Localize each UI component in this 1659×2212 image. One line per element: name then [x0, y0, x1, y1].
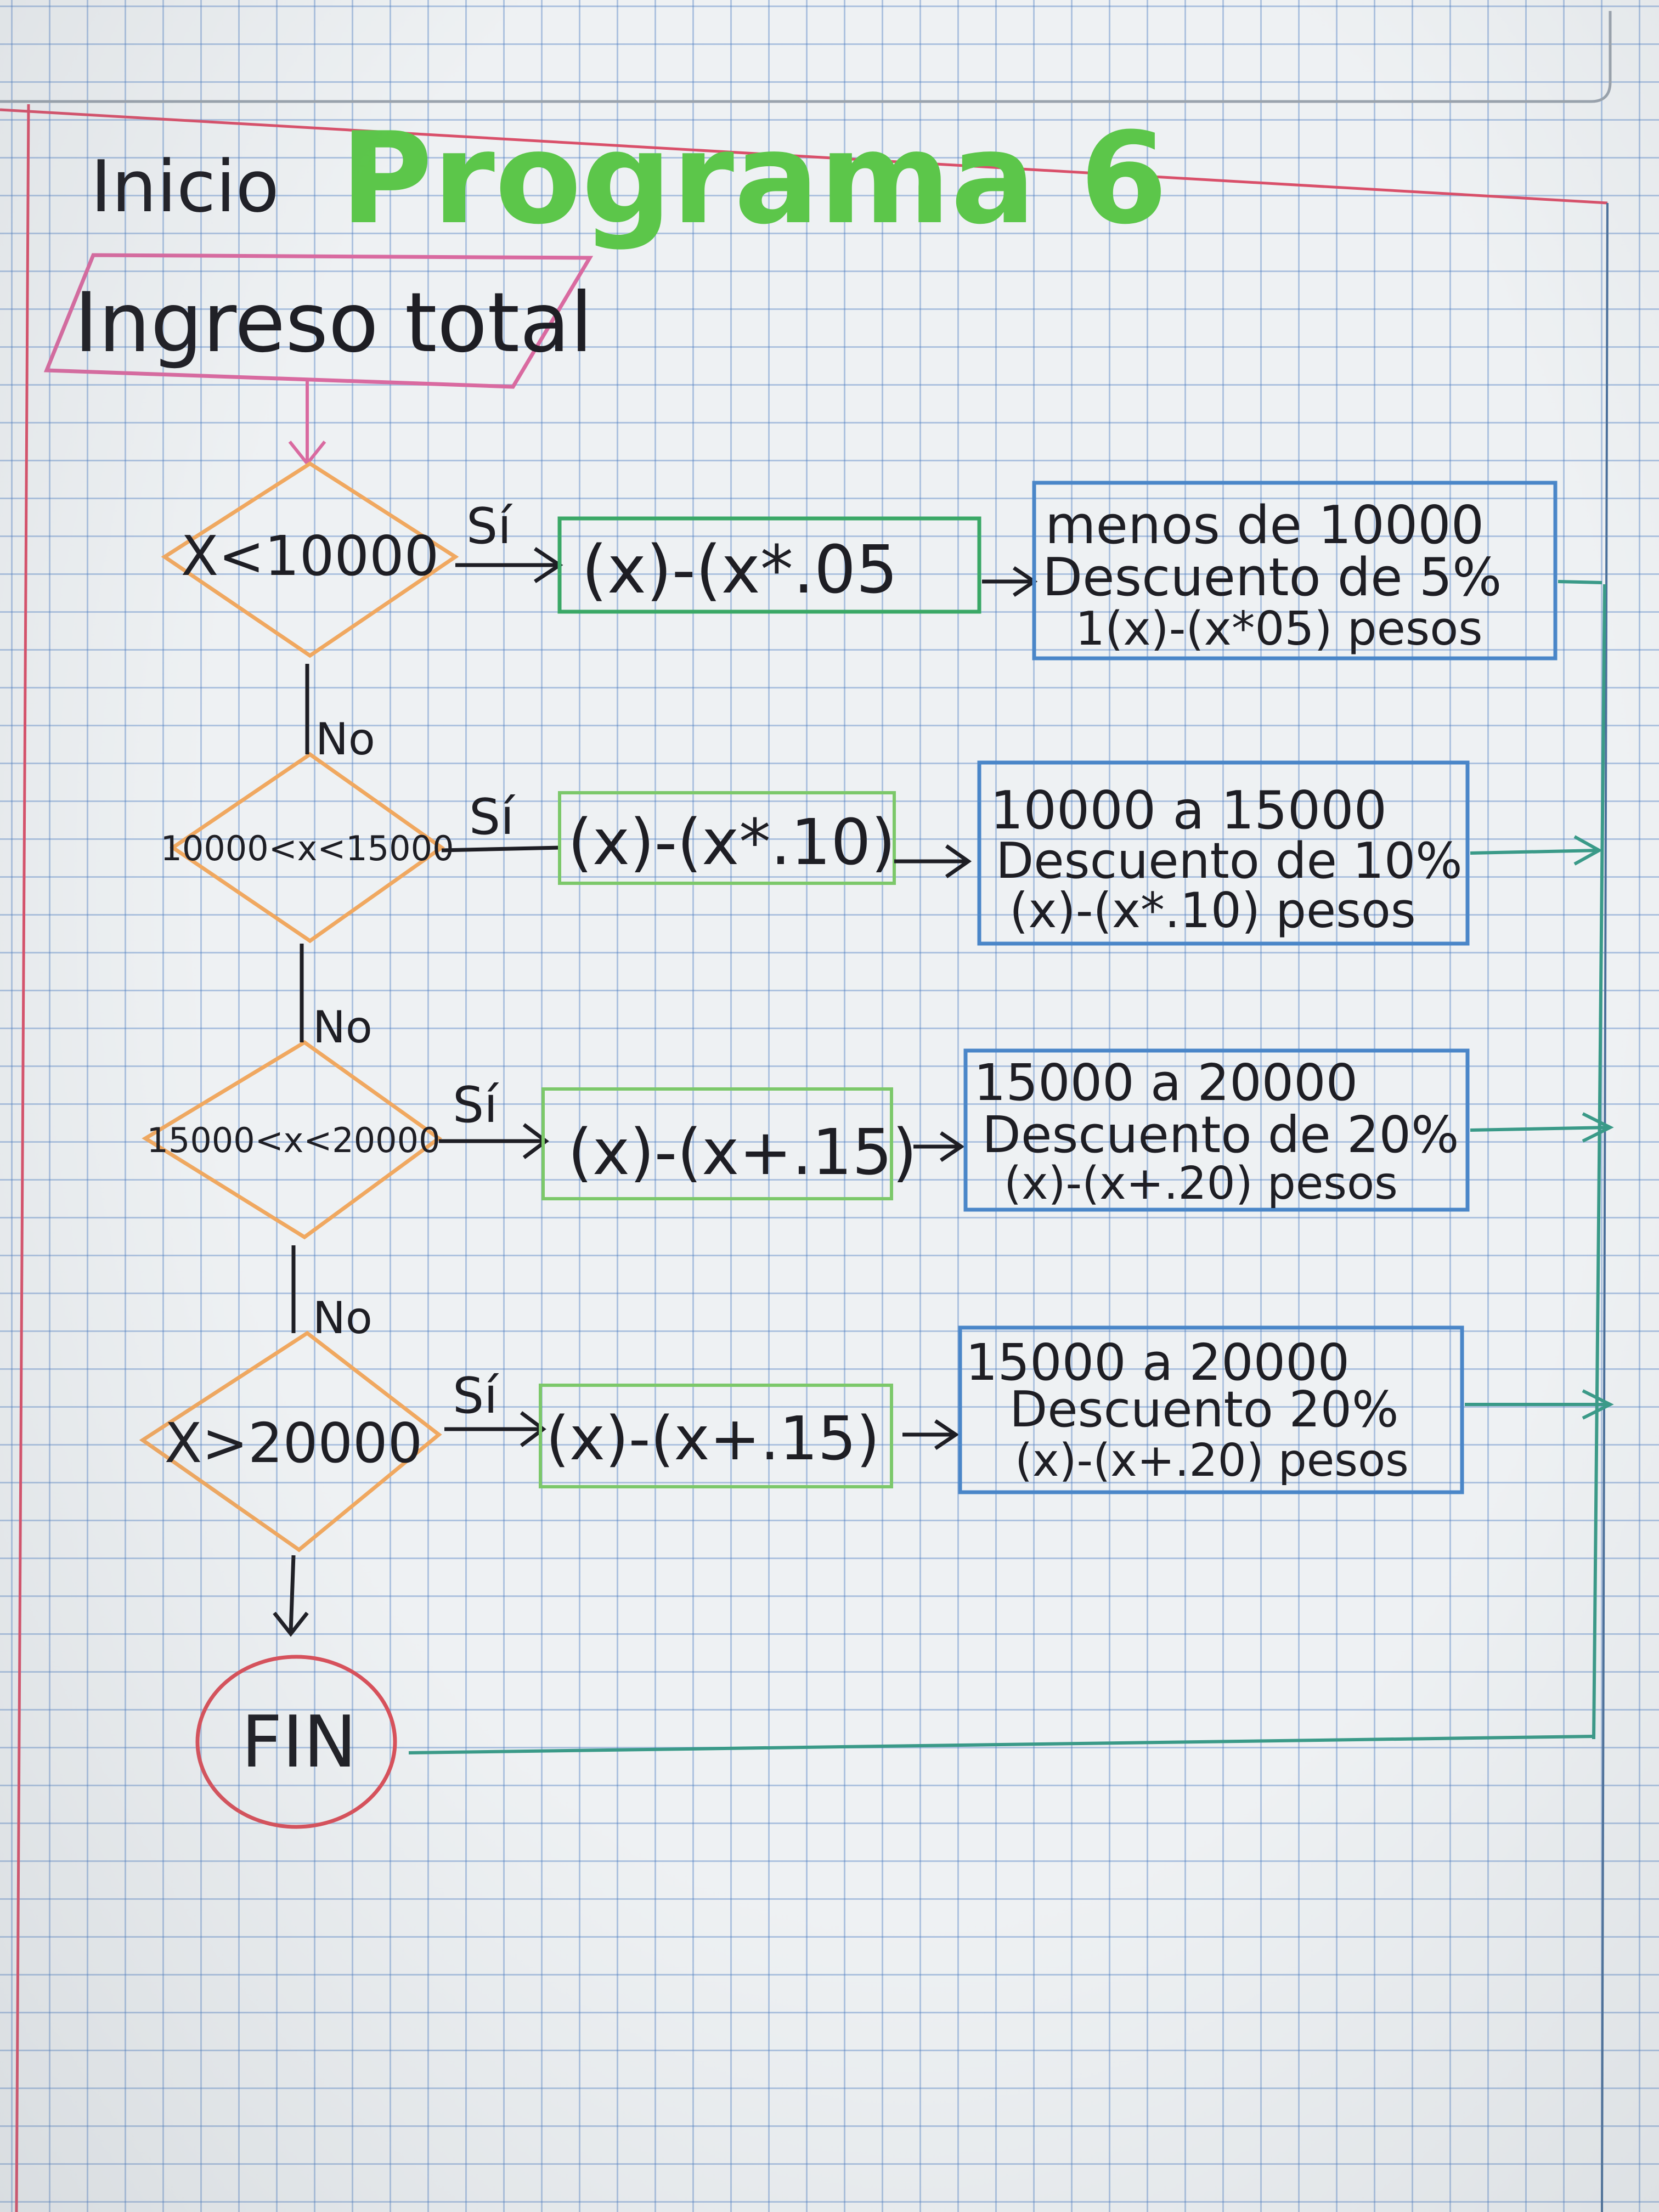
- output-arrowhead-4: [934, 1419, 960, 1450]
- end-terminator: [195, 1655, 397, 1829]
- yes-label-3: Sí: [453, 1076, 499, 1134]
- output-line2-2: Descuento de 10%: [996, 832, 1463, 890]
- decision-condition-1: X<10000: [181, 524, 439, 588]
- start-label: Inicio: [91, 145, 279, 228]
- output-exit-arrowhead-4: [1582, 1389, 1614, 1420]
- collector-line: [1592, 584, 1606, 1740]
- input-box: [43, 253, 594, 389]
- left-margin-line: [15, 104, 30, 2212]
- output-line1-3: 15000 a 20000: [974, 1053, 1358, 1112]
- output-line2-1: Descuento de 5%: [1042, 548, 1502, 608]
- output-exit-arrowhead-2: [1573, 835, 1603, 866]
- process-formula-3: (x)-(x+.15): [568, 1116, 917, 1189]
- decision-diamond-2: [169, 752, 445, 944]
- output-line1-1: menos de 10000: [1045, 495, 1484, 556]
- yes-arrowhead-3: [522, 1123, 549, 1159]
- return-line: [408, 1735, 1594, 1754]
- decision-condition-3: 15000<x<20000: [146, 1120, 440, 1160]
- output-exit-arrowhead-3: [1582, 1112, 1614, 1143]
- output-arrowhead-2: [945, 844, 972, 878]
- yes-arrowhead-4: [520, 1411, 546, 1447]
- output-line2-3: Descuento de 20%: [982, 1105, 1459, 1164]
- output-line1-2: 10000 a 15000: [990, 781, 1387, 841]
- yes-label-2: Sí: [469, 788, 516, 846]
- input-label: Ingreso total: [74, 275, 593, 371]
- program-title: Programa 6: [340, 106, 1167, 252]
- output-line3-3: (x)-(x+.20) pesos: [1004, 1158, 1398, 1210]
- output-line3-2: (x)-(x*.10) pesos: [1009, 882, 1416, 939]
- top-margin-line: [0, 108, 1608, 205]
- yes-label-1: Sí: [466, 498, 513, 555]
- decision-diamond-1: [161, 461, 459, 658]
- output-line1-4: 15000 a 20000: [966, 1333, 1350, 1392]
- output-arrowhead-3: [940, 1131, 965, 1162]
- decision-condition-2: 10000<x<15000: [160, 828, 454, 868]
- decision-condition-4: X>20000: [165, 1411, 422, 1475]
- no-label-2: No: [313, 1002, 373, 1053]
- decision-diamond-3: [142, 1040, 442, 1240]
- page-top-edge: [0, 11, 1612, 103]
- output-line2-4: Descuento 20%: [1009, 1381, 1399, 1438]
- decision-diamond-4: [139, 1330, 442, 1553]
- output-line3-4: (x)-(x+.20) pesos: [1015, 1435, 1409, 1487]
- process-box-1: [557, 516, 981, 614]
- process-box-4: [539, 1384, 893, 1488]
- process-formula-1: (x)-(x*.05: [582, 532, 898, 608]
- no-label-1: No: [315, 714, 375, 765]
- right-edge-line: [1601, 202, 1609, 2212]
- process-box-3: [541, 1087, 893, 1200]
- no-label-3: No: [313, 1293, 373, 1344]
- output-box-4: [958, 1325, 1464, 1494]
- end-label: FIN: [241, 1700, 357, 1784]
- yes-arrow-2: [441, 845, 560, 853]
- output-exit-1: [1558, 580, 1602, 584]
- output-line3-1: 1(x)-(x*05) pesos: [1075, 602, 1483, 656]
- output-exit-2: [1470, 849, 1600, 855]
- process-formula-4: (x)-(x+.15): [546, 1403, 880, 1474]
- end-arrowhead: [273, 1611, 309, 1637]
- output-exit-3: [1470, 1126, 1611, 1132]
- process-formula-2: (x)-(x*.10): [568, 806, 895, 879]
- output-box-1: [1032, 481, 1558, 661]
- end-connector: [289, 1555, 296, 1633]
- output-box-2: [977, 760, 1470, 946]
- output-box-3: [963, 1048, 1470, 1212]
- process-box-2: [558, 791, 896, 885]
- yes-label-4: Sí: [453, 1367, 499, 1425]
